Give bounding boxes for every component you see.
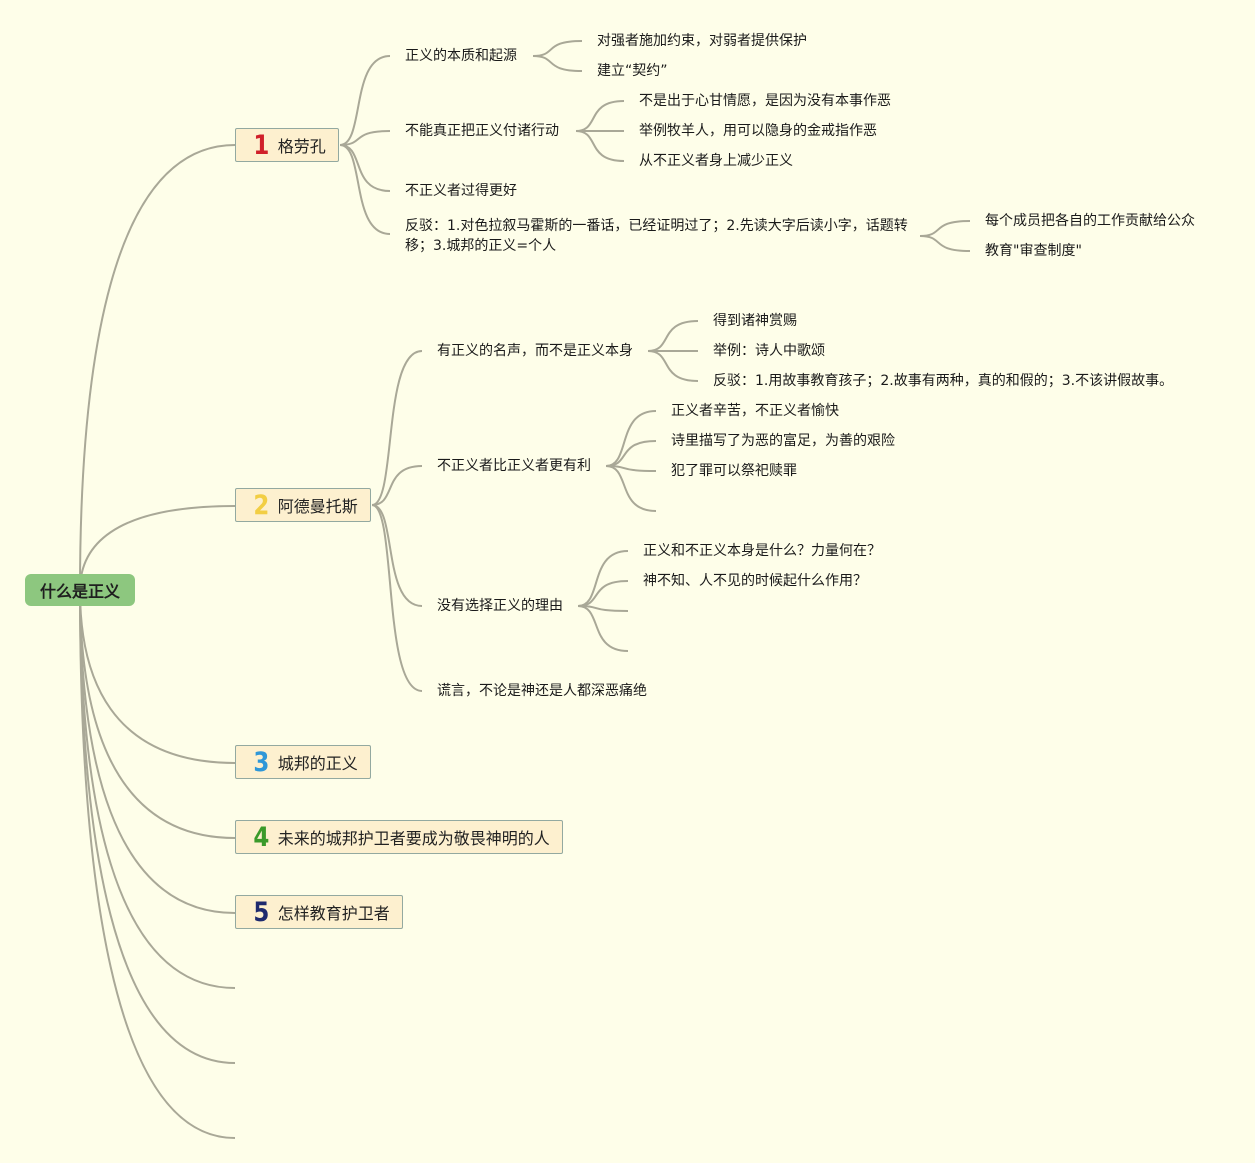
sub-2-3-to-leaf-2 [577,580,629,607]
sub-1-4-to-leaf-2 [919,235,971,252]
subtopic-2-1[interactable]: 有正义的名声，而不是正义本身 [437,343,633,359]
topic-3-city-justice[interactable]: 3 城邦的正义 [235,745,371,779]
subtopic-2-4[interactable]: 谎言，不论是神还是人都深恶痛绝 [437,683,647,699]
root-to-empty-8 [79,589,236,1139]
topic-1-glaucon[interactable]: 1 格劳孔 [235,128,339,162]
number-2-icon: 2 [253,489,270,521]
number-4-icon: 4 [253,821,270,853]
subtopic-1-1[interactable]: 正义的本质和起源 [405,48,517,64]
subtopic-2-3[interactable]: 没有选择正义的理由 [437,598,563,614]
leaf-1-2-2[interactable]: 举例牧羊人，用可以隐身的金戒指作恶 [639,123,877,139]
root-to-topic-3 [79,589,236,764]
leaf-2-1-2[interactable]: 举例：诗人中歌颂 [713,343,825,359]
topic-2-adeimantus[interactable]: 2 阿德曼托斯 [235,488,371,522]
subtopic-1-3[interactable]: 不正义者过得更好 [405,183,517,199]
subtopic-2-2[interactable]: 不正义者比正义者更有利 [437,458,591,474]
topic-5-educating-guardians[interactable]: 5 怎样教育护卫者 [235,895,403,929]
root-to-topic-5 [79,589,236,914]
topic-1-label: 格劳孔 [277,137,326,156]
sub-2-2-to-leaf-2 [605,440,657,467]
leaf-2-2-1[interactable]: 正义者辛苦，不正义者愉快 [671,403,839,419]
leaf-2-3-2[interactable]: 神不知、人不见的时候起什么作用？ [643,573,867,589]
sub-2-3-to-leaf-1 [577,550,629,607]
number-3-icon: 3 [253,746,270,778]
number-5-icon: 5 [253,896,270,928]
root-topic[interactable]: 什么是正义 [25,574,135,606]
leaf-1-4-2[interactable]: 教育"审查制度" [985,243,1082,259]
sub-2-3-to-leaf-4 [577,605,629,652]
topic-2-to-sub-1 [371,350,423,506]
sub-2-1-to-leaf-1 [647,320,699,352]
leaf-2-1-1[interactable]: 得到诸神赏赐 [713,313,797,329]
topic-1-to-sub-3 [339,144,391,192]
number-1-icon: 1 [253,129,270,161]
topic-2-to-sub-3 [371,504,423,607]
leaf-1-2-3[interactable]: 从不正义者身上减少正义 [639,153,793,169]
topic-2-to-sub-4 [371,504,423,692]
sub-1-4-to-leaf-1 [919,220,971,237]
topic-3-label: 城邦的正义 [277,754,358,773]
subtopic-1-4[interactable]: 反驳：1.对色拉叙马霍斯的一番话，已经证明过了；2.先读大字后读小字，话题转移；… [405,218,908,254]
leaf-1-2-1[interactable]: 不是出于心甘情愿，是因为没有本事作恶 [639,93,891,109]
sub-1-1-to-leaf-1 [532,40,583,57]
sub-1-1-to-leaf-2 [532,55,583,72]
topic-4-label: 未来的城邦护卫者要成为敬畏神明的人 [277,829,550,848]
topic-2-label: 阿德曼托斯 [277,497,358,516]
topic-2-to-sub-2 [371,465,423,506]
leaf-1-1-2[interactable]: 建立“契约” [597,63,668,79]
root-to-empty-7 [79,589,236,1064]
topic-1-to-sub-2 [339,130,391,146]
topic-1-to-sub-4 [339,144,391,235]
sub-2-1-to-leaf-3 [647,350,699,382]
sub-1-2-to-leaf-3 [575,130,625,162]
subtopic-1-2[interactable]: 不能真正把正义付诸行动 [405,123,559,139]
leaf-2-3-1[interactable]: 正义和不正义本身是什么？力量何在？ [643,543,881,559]
leaf-2-2-2[interactable]: 诗里描写了为恶的富足，为善的艰险 [671,433,895,449]
topic-4-guardians[interactable]: 4 未来的城邦护卫者要成为敬畏神明的人 [235,820,563,854]
leaf-1-1-1[interactable]: 对强者施加约束，对弱者提供保护 [597,33,807,49]
sub-1-2-to-leaf-1 [575,100,625,132]
root-to-topic-4 [79,589,236,839]
topic-1-to-sub-1 [339,55,391,146]
leaf-2-2-3[interactable]: 犯了罪可以祭祀赎罪 [671,463,797,479]
topic-5-label: 怎样教育护卫者 [277,904,390,923]
leaf-2-1-3[interactable]: 反驳：1.用故事教育孩子；2.故事有两种，真的和假的；3.不该讲假故事。 [713,373,1174,389]
leaf-1-4-1[interactable]: 每个成员把各自的工作贡献给公众 [985,213,1195,229]
sub-2-2-to-leaf-1 [605,410,657,467]
sub-2-2-to-leaf-4 [605,465,657,512]
root-to-topic-1 [79,144,236,591]
